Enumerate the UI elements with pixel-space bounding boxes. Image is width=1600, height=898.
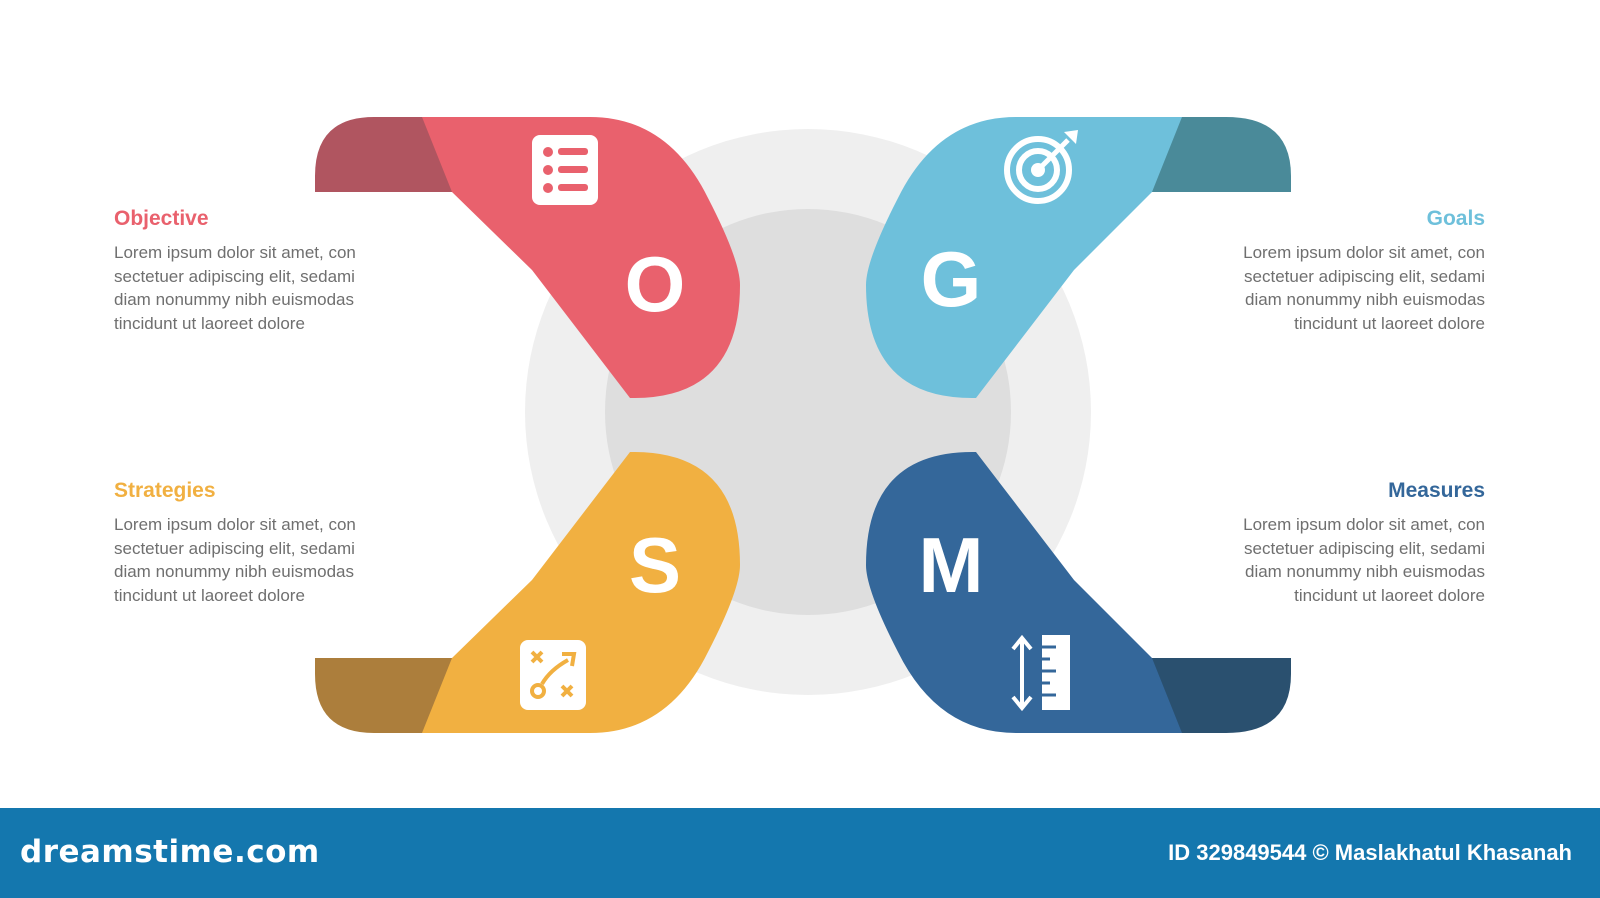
footer-bar: dreamstime.com ID 329849544 © Maslakhatu… bbox=[0, 808, 1600, 898]
goals-letter: G bbox=[921, 235, 982, 323]
goals-body: Lorem ipsum dolor sit amet, con sectetue… bbox=[1243, 243, 1485, 333]
list-icon bbox=[532, 135, 598, 205]
objective-letter: O bbox=[625, 240, 686, 328]
strategies-body: Lorem ipsum dolor sit amet, con sectetue… bbox=[114, 515, 356, 605]
strategies-segment: S bbox=[315, 451, 740, 733]
objective-body: Lorem ipsum dolor sit amet, con sectetue… bbox=[114, 243, 356, 333]
measures-body: Lorem ipsum dolor sit amet, con sectetue… bbox=[1243, 515, 1485, 605]
strategy-board-icon bbox=[520, 640, 586, 710]
strategies-text-block: Strategies Lorem ipsum dolor sit amet, c… bbox=[114, 479, 384, 607]
objective-heading: Objective bbox=[114, 207, 209, 230]
ruler-icon bbox=[1011, 634, 1070, 712]
strategies-heading: Strategies bbox=[114, 479, 216, 502]
ogsm-diagram: O G bbox=[114, 117, 1485, 733]
measures-text-block: Measures Lorem ipsum dolor sit amet, con… bbox=[1215, 479, 1485, 607]
target-icon bbox=[1004, 130, 1078, 204]
measures-heading: Measures bbox=[1388, 479, 1485, 502]
ogsm-graphic: O G bbox=[315, 117, 1291, 733]
goals-text-block: Goals Lorem ipsum dolor sit amet, con se… bbox=[1215, 207, 1485, 335]
image-credit: ID 329849544 © Maslakhatul Khasanah bbox=[1168, 840, 1572, 865]
objective-text-block: Objective Lorem ipsum dolor sit amet, co… bbox=[114, 207, 384, 335]
goals-segment: G bbox=[866, 117, 1291, 399]
objective-segment: O bbox=[315, 117, 740, 399]
measures-letter: M bbox=[919, 521, 984, 609]
goals-heading: Goals bbox=[1426, 207, 1485, 230]
brand-logo-text[interactable]: dreamstime.com bbox=[20, 834, 320, 870]
strategies-letter: S bbox=[629, 521, 681, 609]
measures-segment: M bbox=[866, 451, 1291, 733]
